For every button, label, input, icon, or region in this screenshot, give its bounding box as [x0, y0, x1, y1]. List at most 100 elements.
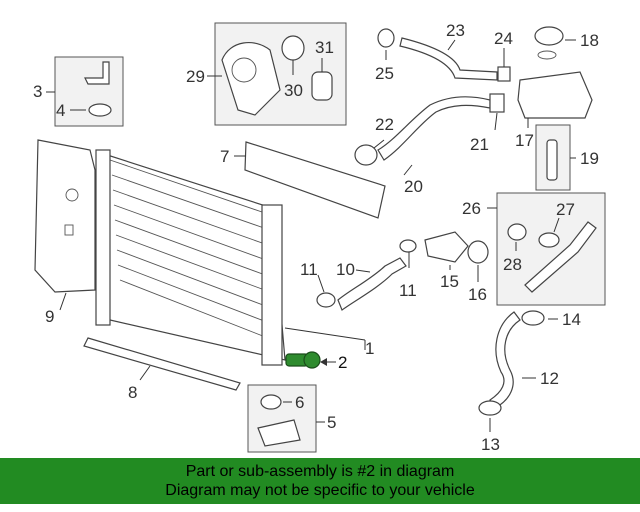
part-9-hole	[65, 188, 79, 202]
part-15-group	[424, 231, 489, 282]
callout-20: 20	[404, 177, 423, 196]
part-24-group	[497, 48, 511, 82]
part-29-group	[207, 22, 347, 126]
part-18-cap	[534, 26, 564, 46]
part-19-group	[535, 124, 576, 191]
callout-14: 14	[562, 310, 581, 329]
part-23-hose	[399, 37, 498, 81]
part-19-sensor	[546, 139, 558, 181]
part-22-fitting	[354, 144, 378, 166]
radiator-fins	[109, 159, 274, 341]
leader-9	[59, 292, 67, 311]
callout-26: 26	[462, 199, 481, 218]
part-13-clamp	[478, 400, 502, 416]
part-2-head	[303, 351, 321, 369]
part-7-baffle	[244, 141, 386, 219]
callout-2: 2	[338, 353, 347, 372]
callout-1: 1	[365, 339, 374, 358]
part-11-clamp-a	[316, 292, 336, 308]
part-9-group	[34, 139, 96, 311]
leader-11a	[317, 274, 325, 293]
radiator-tank	[261, 204, 283, 366]
callout-12: 12	[540, 369, 559, 388]
leader-21	[494, 112, 498, 131]
part-12-hose	[489, 311, 521, 409]
part-23-group	[377, 28, 498, 81]
part-9-air-deflector	[34, 139, 96, 293]
banner-line-1: Part or sub-assembly is #2 in diagram	[185, 463, 455, 480]
banner-line-2: Diagram may not be specific to your vehi…	[165, 482, 475, 499]
leader-23	[447, 39, 456, 51]
part-11-clamp-b	[399, 239, 417, 253]
part-15-thermostat-housing	[424, 231, 469, 263]
part-10-hose	[337, 257, 407, 311]
radiator-left-tank	[95, 149, 111, 326]
callout-3: 3	[33, 82, 42, 101]
leader-20	[403, 164, 413, 176]
callout-29: 29	[186, 67, 205, 86]
part-20-group	[354, 93, 505, 176]
part-7-group	[234, 141, 386, 219]
callout-19: 19	[580, 149, 599, 168]
part-27-gasket	[538, 232, 560, 248]
part-12-group	[478, 310, 558, 432]
callout-9: 9	[45, 307, 54, 326]
leader-10	[355, 269, 371, 273]
callout-4: 4	[56, 101, 65, 120]
callout-16: 16	[468, 285, 487, 304]
callout-6: 6	[295, 393, 304, 412]
part-3-group	[46, 56, 124, 127]
part-29-outlet	[231, 57, 257, 83]
callout-28: 28	[503, 255, 522, 274]
callout-18: 18	[580, 31, 599, 50]
part-31-gasket	[311, 71, 333, 101]
callout-25: 25	[375, 64, 394, 83]
callout-21: 21	[470, 135, 489, 154]
part-9-slot	[64, 224, 74, 236]
callout-27: 27	[556, 200, 575, 219]
part-10-group	[316, 239, 417, 311]
part-28-seal	[507, 223, 527, 241]
part-16-seal	[467, 240, 489, 264]
part-8-group	[83, 337, 241, 391]
callout-30: 30	[284, 81, 303, 100]
callout-10: 10	[336, 260, 355, 279]
part-14-clamp	[521, 310, 545, 326]
part-18-seal	[537, 50, 557, 60]
part-info-banner: Part or sub-assembly is #2 in diagram Di…	[0, 458, 640, 504]
part-24-clip	[497, 66, 511, 82]
callout-11a: 11	[300, 260, 318, 279]
part-26-box	[496, 192, 606, 306]
part-8-seal	[83, 337, 241, 391]
callout-8: 8	[128, 383, 137, 402]
part-17-reservoir	[517, 71, 593, 119]
callout-22: 22	[375, 115, 394, 134]
callout-17: 17	[515, 131, 534, 150]
radiator-core	[97, 151, 286, 361]
part-30-seal	[281, 35, 305, 61]
part-21-clamp	[489, 93, 505, 113]
callout-31: 31	[315, 38, 334, 57]
part-17-group	[517, 26, 593, 128]
callout-23: 23	[446, 21, 465, 40]
part-26-pipe	[524, 221, 597, 293]
leader-22	[373, 139, 385, 149]
callout-15: 15	[440, 272, 459, 291]
leader-2-arrow	[320, 358, 327, 366]
part-5-bracket	[257, 419, 301, 447]
part-26-group	[487, 192, 606, 306]
part-5-group	[247, 384, 325, 453]
leader-27	[553, 217, 560, 233]
leader-1	[284, 327, 366, 341]
part-1-radiator	[95, 149, 366, 366]
callout-7: 7	[220, 147, 229, 166]
callout-13: 13	[481, 435, 500, 454]
callout-24: 24	[494, 29, 513, 48]
part-2-drain-plug	[285, 351, 336, 369]
callout-11b: 11	[399, 281, 417, 300]
part-25-clamp	[377, 28, 395, 48]
part-6-insulator	[260, 394, 282, 410]
part-4-grommet	[88, 103, 112, 117]
callout-5: 5	[327, 413, 336, 432]
